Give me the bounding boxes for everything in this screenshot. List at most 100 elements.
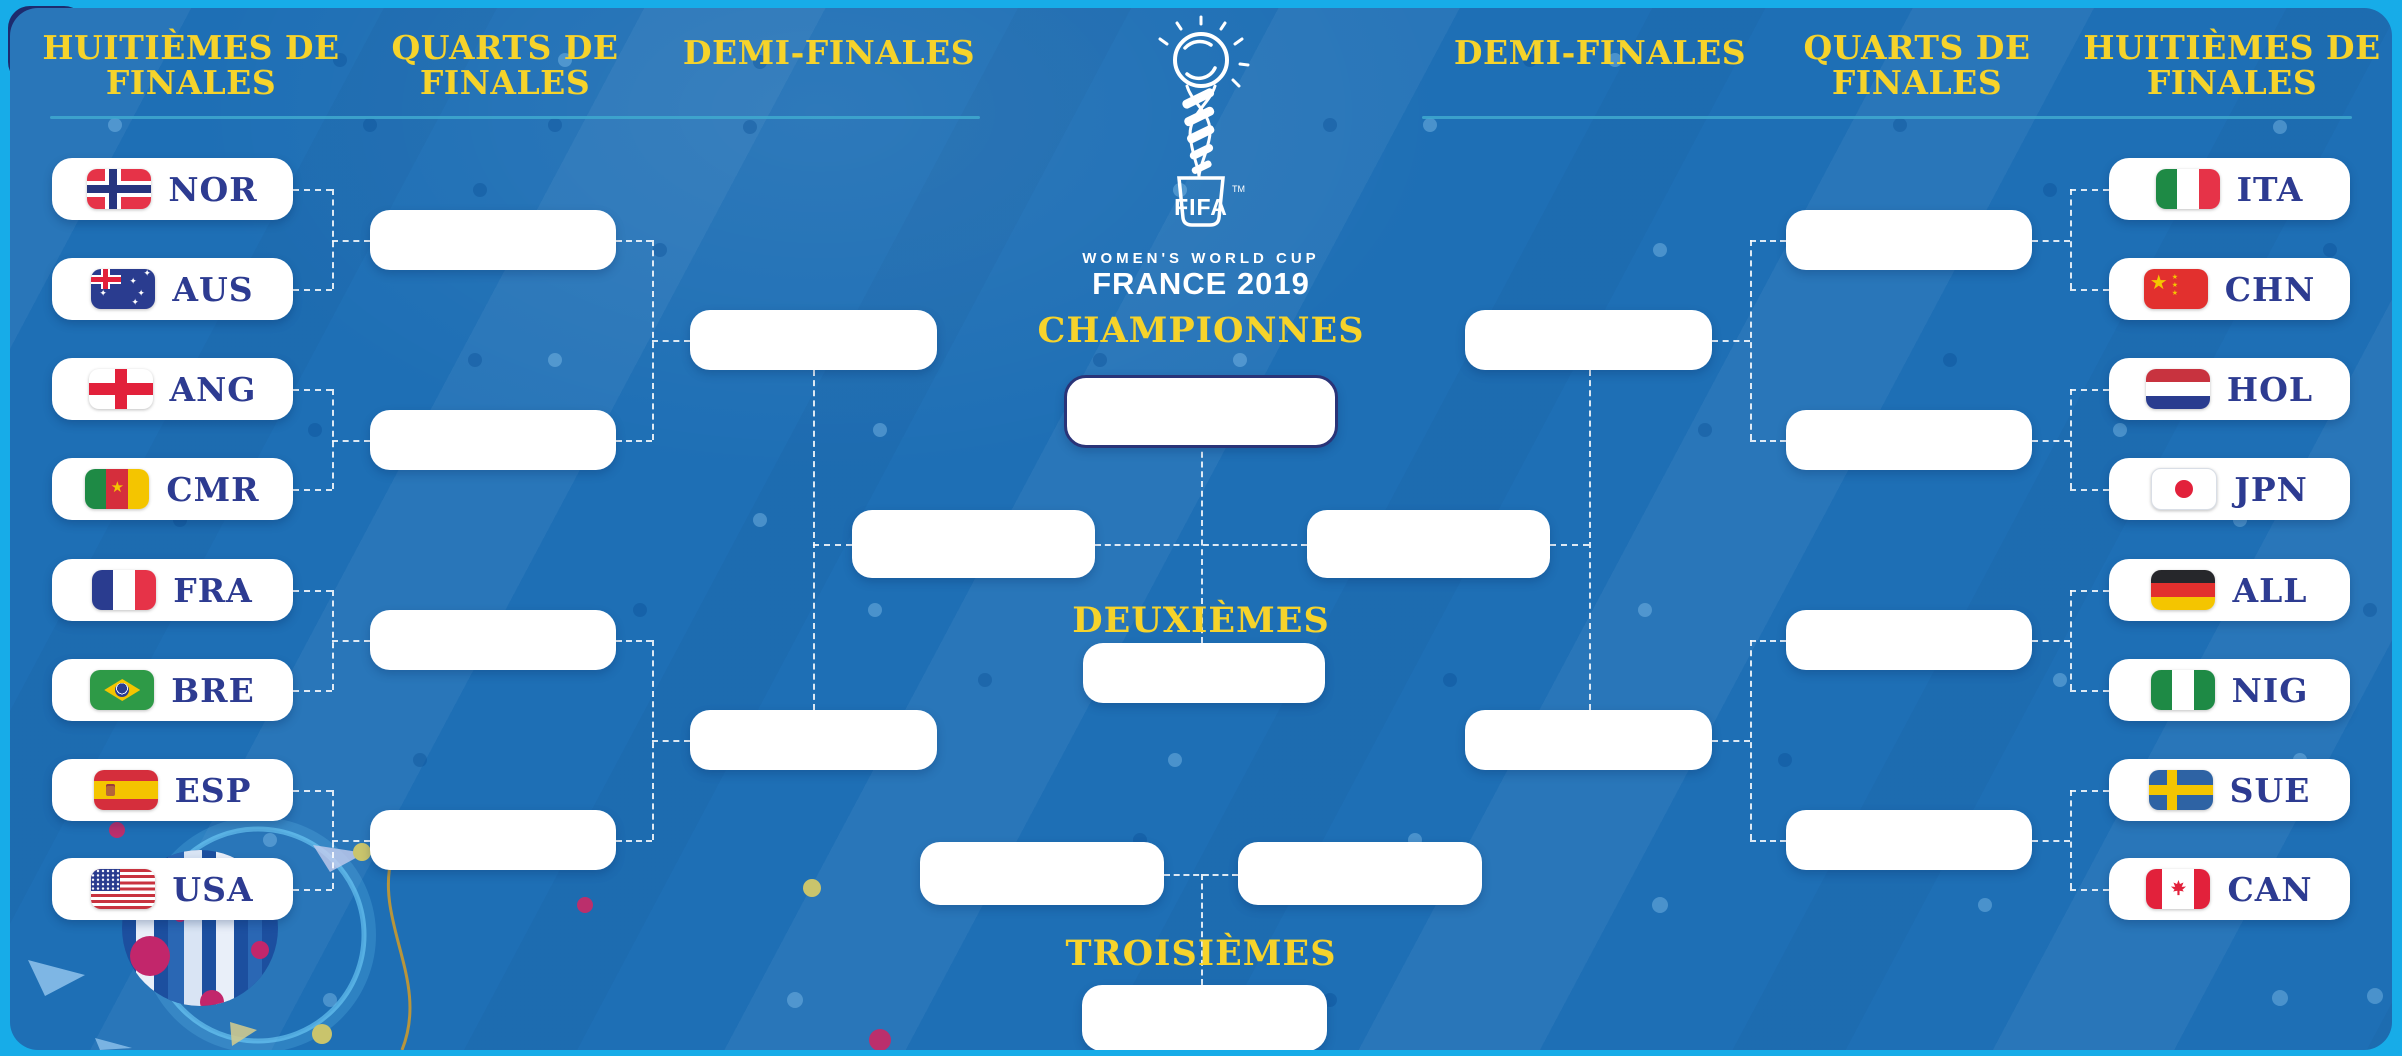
bracket-connector-line [2070,690,2109,692]
team-pill-nig: NIG [2109,659,2350,721]
flag-cmr-icon [85,469,150,509]
team-code-aus: AUS [172,269,254,309]
bracket-connector-line [293,489,332,491]
flag-hol-icon [2145,369,2210,409]
team-pill-usa: USA [52,858,293,920]
slot-third-match-left[interactable] [920,842,1164,905]
team-pill-ita: ITA [2109,158,2350,220]
flag-sue-icon [2148,770,2213,810]
slot-qf-left-2[interactable] [370,410,616,470]
bracket-connector-line [1201,442,1203,643]
slot-third-match-right[interactable] [1238,842,1482,905]
bracket-connector-line [332,840,370,842]
team-pill-sue: SUE [2109,759,2350,821]
bracket-connector-line [616,640,652,642]
slot-qf-left-4[interactable] [370,810,616,870]
bracket-connector-line [1550,544,1589,546]
slot-finalist-right[interactable] [1307,510,1550,578]
team-pill-bre: BRE [52,659,293,721]
slot-sf-left-2[interactable] [690,710,937,770]
header-semifinals-left: DEMI-FINALES [682,33,976,72]
slot-qf-right-4[interactable] [1786,810,2032,870]
bracket-connector-line [1750,840,1786,842]
bracket-connector-line [332,640,370,642]
bracket-connector-line [2032,640,2070,642]
bracket-connector-line [293,189,332,191]
team-pill-aus: AUS [52,258,293,320]
header-rule-left [50,116,980,119]
bracket-connector-line [813,370,815,710]
flag-jpn-icon [2151,468,2218,510]
slot-qf-left-3[interactable] [370,610,616,670]
team-code-nig: NIG [2231,670,2309,710]
bracket-connector-line [332,440,370,442]
team-code-jpn: JPN [2234,469,2308,509]
bracket-connector-line [332,189,334,289]
bracket-connector-line [332,790,334,889]
slot-third-place[interactable] [1082,985,1327,1050]
fifa-wwc-trophy-logo: FIFA TM [1158,15,1250,227]
bracket-connector-line [293,790,332,792]
bracket-connector-line [2032,840,2070,842]
slot-sf-left-1[interactable] [690,310,937,370]
bracket-connector-line [293,889,332,891]
slot-sf-right-2[interactable] [1465,710,1712,770]
bracket-connector-line [2070,790,2072,889]
team-code-ang: ANG [169,369,257,409]
team-code-cmr: CMR [166,469,260,509]
flag-ita-icon [2155,169,2220,209]
logo-france-2019-text: FRANCE 2019 [1092,266,1310,301]
slot-champion[interactable] [1064,375,1338,448]
svg-text:TM: TM [1232,184,1245,194]
bracket-connector-line [2070,389,2072,489]
bracket-connector-line [813,544,852,546]
bracket-connector-line [2070,189,2109,191]
slot-sf-right-1[interactable] [1465,310,1712,370]
flag-all-icon [2151,570,2216,610]
header-semifinals-right: DEMI-FINALES [1453,33,1747,72]
header-quarterfinals-right: QUARTS DE FINALES [1803,28,2031,102]
flag-bre-icon [90,670,155,710]
bracket-connector-line [1750,240,1752,440]
flag-nor-icon [87,169,152,209]
flag-aus-icon [91,269,156,309]
slot-qf-right-2[interactable] [1786,410,2032,470]
slot-qf-left-1[interactable] [370,210,616,270]
team-code-hol: HOL [2226,369,2314,409]
team-code-all: ALL [2232,570,2308,610]
flag-esp-icon [93,770,158,810]
team-pill-ang: ANG [52,358,293,420]
team-code-bre: BRE [171,670,255,710]
slot-qf-right-3[interactable] [1786,610,2032,670]
team-code-nor: NOR [168,169,258,209]
bracket-connector-line [1750,440,1786,442]
bracket-connector-line [2070,389,2109,391]
slot-qf-right-1[interactable] [1786,210,2032,270]
team-code-sue: SUE [2229,770,2311,810]
bracket-connector-line [2070,289,2109,291]
header-round-of-16-left: HUITIÈMES DE FINALES [42,28,340,102]
bracket-panel: HUITIÈMES DE FINALES QUARTS DE FINALES D… [10,8,2392,1050]
bracket-connector-line [293,690,332,692]
bracket-connector-line [332,389,334,489]
team-pill-jpn: JPN [2109,458,2350,520]
flag-fra-icon [92,570,157,610]
flag-can-icon [2146,869,2211,909]
logo-womens-world-cup-text: WOMEN'S WORLD CUP [1082,250,1320,267]
slot-second-place[interactable] [1083,643,1325,703]
bracket-connector-line [2070,189,2072,289]
bracket-connector-line [1201,874,1203,985]
bracket-connector-line [652,740,690,742]
bracket-connector-line [1712,740,1750,742]
slot-finalist-left[interactable] [852,510,1095,578]
flag-usa-icon [91,869,156,909]
header-round-of-16-right: HUITIÈMES DE FINALES [2083,28,2381,102]
team-pill-cmr: CMR [52,458,293,520]
team-code-usa: USA [172,869,254,909]
bracket-connector-line [293,389,332,391]
team-code-fra: FRA [173,570,253,610]
header-rule-right [1422,116,2352,119]
bracket-connector-line [652,340,690,342]
flag-nig-icon [2150,670,2215,710]
